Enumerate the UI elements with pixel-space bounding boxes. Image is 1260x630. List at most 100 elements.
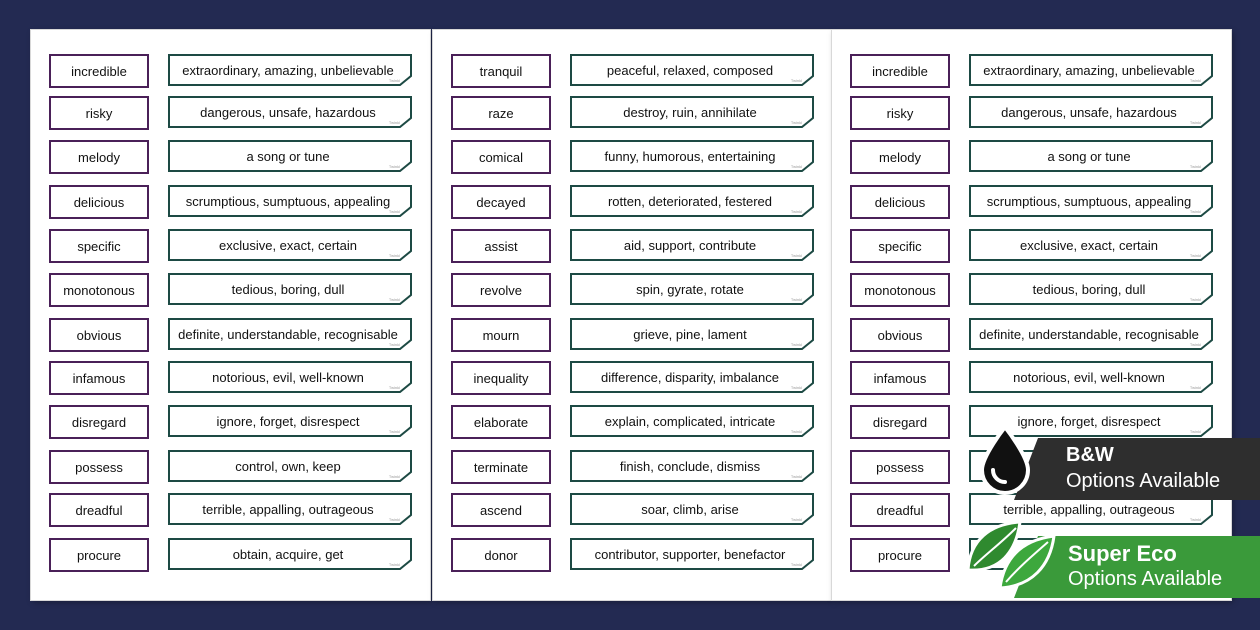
word-card: dreadful (850, 493, 950, 527)
word-card: terminate (451, 450, 551, 484)
word-card: obvious (49, 318, 149, 352)
watermark-text: Twinkl (1189, 78, 1201, 83)
watermark-text: Twinkl (1189, 429, 1201, 434)
synonym-text: scrumptious, sumptuous, appealing (185, 193, 391, 209)
word-card: melody (850, 140, 950, 174)
word-card: delicious (49, 185, 149, 219)
synonym-text: definite, understandable, recognisable (979, 326, 1199, 342)
watermark-text: Twinkl (790, 164, 802, 169)
synonym-card-frame (570, 538, 814, 570)
synonym-text: obtain, acquire, get (232, 546, 344, 562)
synonym-card-frame (168, 361, 412, 393)
watermark-text: Twinkl (388, 253, 400, 258)
word-card: tranquil (451, 54, 551, 88)
synonym-card-frame (168, 273, 412, 305)
synonym-card-frame (168, 229, 412, 261)
synonym-text: grieve, pine, lament (633, 326, 747, 342)
synonym-text: funny, humorous, entertaining (604, 148, 776, 164)
watermark-text: Twinkl (388, 342, 400, 347)
synonym-text: exclusive, exact, certain (1019, 237, 1158, 253)
watermark-text: Twinkl (1189, 517, 1201, 522)
word-card: donor (451, 538, 551, 572)
watermark-text: Twinkl (1189, 253, 1201, 258)
watermark-text: Twinkl (388, 385, 400, 390)
watermark-text: Twinkl (1189, 164, 1201, 169)
synonym-text: terrible, appalling, outrageous (202, 501, 374, 517)
synonym-card-frame (969, 273, 1213, 305)
word-card: incredible (49, 54, 149, 88)
synonym-card-frame (969, 405, 1213, 437)
bw-badge-title: B&W (1066, 444, 1114, 466)
synonym-text: ignore, forget, disrespect (216, 413, 360, 429)
word-card: risky (850, 96, 950, 130)
watermark-text: Twinkl (388, 209, 400, 214)
word-card: mourn (451, 318, 551, 352)
watermark-text: Twinkl (1189, 120, 1201, 125)
word-card: procure (49, 538, 149, 572)
synonym-card-frame (969, 229, 1213, 261)
synonym-text: control, own, keep (235, 458, 341, 474)
synonym-card-frame (168, 96, 412, 128)
word-card: infamous (850, 361, 950, 395)
word-card: specific (49, 229, 149, 263)
synonym-text: destroy, ruin, annihilate (623, 104, 757, 120)
synonym-text: notorious, evil, well-known (1013, 369, 1165, 385)
watermark-text: Twinkl (790, 517, 802, 522)
watermark-text: Twinkl (388, 297, 400, 302)
word-card: dreadful (49, 493, 149, 527)
synonym-card-frame (969, 185, 1213, 217)
watermark-text: Twinkl (790, 209, 802, 214)
synonym-text: dangerous, unsafe, hazardous (1001, 104, 1177, 120)
synonym-card-frame (570, 185, 814, 217)
watermark-text: Twinkl (1189, 209, 1201, 214)
watermark-text: Twinkl (388, 562, 400, 567)
synonym-card-frame (570, 96, 814, 128)
word-card: revolve (451, 273, 551, 307)
watermark-text: Twinkl (1189, 297, 1201, 302)
synonym-card-frame (168, 450, 412, 482)
word-card: delicious (850, 185, 950, 219)
synonym-card-frame (570, 493, 814, 525)
synonym-text: contributor, supporter, benefactor (594, 546, 786, 562)
synonym-card-frame (168, 493, 412, 525)
watermark-text: Twinkl (790, 253, 802, 258)
synonym-text: soar, climb, arise (641, 501, 739, 517)
word-card: raze (451, 96, 551, 130)
word-card: assist (451, 229, 551, 263)
word-card: melody (49, 140, 149, 174)
synonym-card-frame (969, 361, 1213, 393)
watermark-text: Twinkl (1189, 385, 1201, 390)
